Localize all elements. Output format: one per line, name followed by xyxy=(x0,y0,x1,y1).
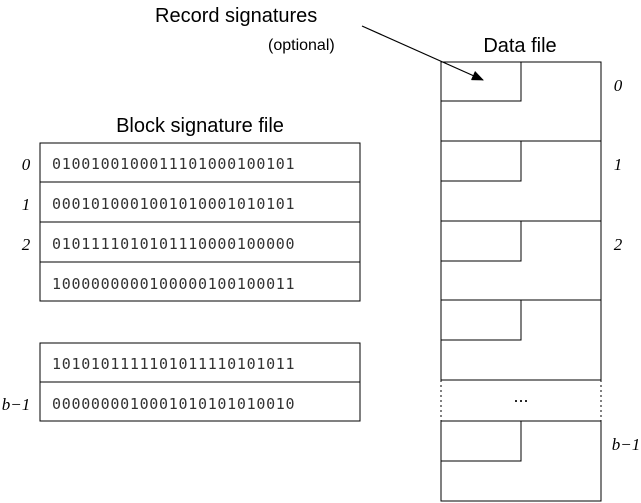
block-index: b−1 xyxy=(612,435,640,454)
record-signature-arrow xyxy=(361,25,484,81)
row-index: b−1 xyxy=(2,395,30,414)
row-index: 0 xyxy=(22,155,31,174)
block-index: 2 xyxy=(614,235,623,254)
signature-row: 0101111010101110000100000 xyxy=(52,235,295,253)
block-signature-file-title: Block signature file xyxy=(116,115,284,137)
signature-row: 0001010001001010001010101 xyxy=(52,195,295,213)
signature-table-bottom xyxy=(39,342,361,422)
row-index: 2 xyxy=(22,235,31,254)
record-signatures-label: Record signatures xyxy=(155,5,317,27)
row-index: 1 xyxy=(22,195,31,214)
data-file-column xyxy=(440,61,602,502)
ellipsis-label: ... xyxy=(513,386,528,406)
signature-table-top xyxy=(39,142,361,302)
data-file-title: Data file xyxy=(483,35,556,57)
optional-label: (optional) xyxy=(268,37,335,54)
block-index: 0 xyxy=(614,76,623,95)
signature-row: 1000000000100000100100011 xyxy=(52,275,295,293)
signature-row: 0100100100011101000100101 xyxy=(52,155,295,173)
signature-row: 1010101111101011110101011 xyxy=(52,355,295,373)
signature-row: 0000000010001010101010010 xyxy=(52,395,295,413)
block-index: 1 xyxy=(614,155,623,174)
